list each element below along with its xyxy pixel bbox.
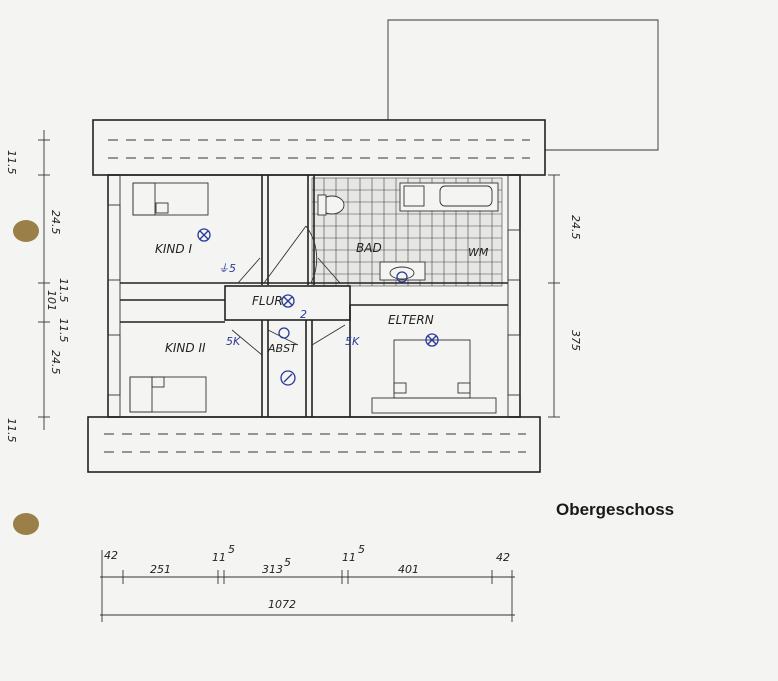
electrical-symbols: ⏚5 5K 5K 2 (197, 228, 439, 386)
roof-overhang-bottom (87, 416, 541, 473)
bed-kind2 (129, 376, 207, 413)
bed-eltern (371, 339, 497, 414)
dimension-left: 11.5 24.5 11.5 101 11.5 24.5 11.5 (5, 130, 70, 443)
label-wm: WM (468, 246, 489, 259)
dim-bottom-5: 11 (342, 551, 356, 564)
dimension-right: 24.5 375 (548, 174, 582, 418)
roof-overhang-top (92, 119, 546, 176)
dim-bottom-4: 313 (262, 563, 283, 576)
svg-text:2: 2 (300, 308, 307, 321)
floor-title: Obergeschoss (556, 500, 675, 519)
dim-bottom-2: 251 (150, 563, 171, 576)
dim-right-2: 375 (569, 330, 582, 351)
room-bad: BAD (356, 241, 382, 255)
room-kind1: KIND I (155, 242, 192, 256)
punch-hole-bottom (13, 513, 39, 535)
bath-fixtures (317, 182, 499, 281)
room-abst: ABST (267, 342, 298, 355)
dim-left-1: 11.5 (5, 150, 18, 175)
dim-bottom-sup-2: 5 (284, 556, 291, 569)
dim-left-4: 101 (45, 290, 58, 311)
dim-bottom-7: 42 (496, 551, 510, 564)
windows (107, 204, 521, 396)
interior-walls (120, 175, 508, 417)
svg-text:5K: 5K (345, 335, 360, 348)
dim-left-2: 24.5 (49, 210, 62, 235)
dim-bottom-total: 1072 (268, 598, 296, 611)
dim-bottom-1: 42 (104, 549, 118, 562)
room-flur: FLUR (252, 294, 283, 308)
dimension-bottom: 42 251 11 5 313 5 11 5 401 42 1072 (100, 543, 515, 622)
dim-right-1: 24.5 (569, 215, 582, 240)
bed-kind1 (132, 182, 209, 216)
dim-bottom-3: 11 (212, 551, 226, 564)
dim-left-6: 24.5 (49, 350, 62, 375)
room-kind2: KIND II (165, 341, 206, 355)
adjacent-outline (387, 19, 659, 151)
dim-bottom-sup-1: 5 (228, 543, 235, 556)
dim-left-7: 11.5 (5, 418, 18, 443)
svg-text:⏚5: ⏚5 (218, 262, 236, 275)
punch-hole-top (13, 220, 39, 242)
dim-left-3: 11.5 (57, 278, 70, 303)
svg-text:5K: 5K (226, 335, 241, 348)
dim-bottom-6: 401 (398, 563, 419, 576)
dim-left-5: 11.5 (57, 318, 70, 343)
dim-bottom-sup-3: 5 (358, 543, 365, 556)
room-eltern: ELTERN (388, 313, 434, 327)
